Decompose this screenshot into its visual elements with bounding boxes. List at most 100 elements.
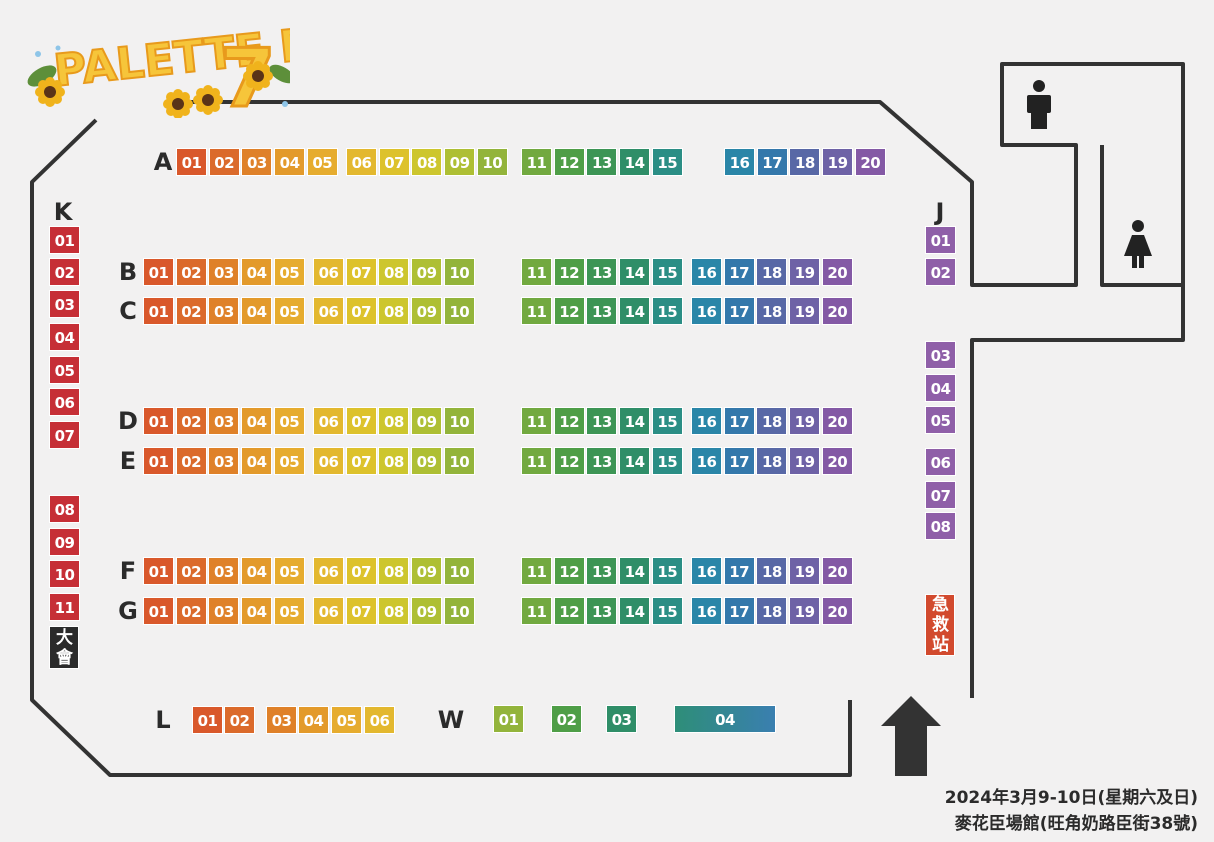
booth-d13[interactable]: 13: [586, 407, 618, 435]
booth-e15[interactable]: 15: [651, 447, 683, 475]
booth-g02[interactable]: 02: [175, 597, 207, 625]
booth-a19[interactable]: 19: [822, 148, 854, 176]
booth-e01[interactable]: 01: [143, 447, 174, 475]
booth-k06[interactable]: 06: [49, 388, 80, 416]
booth-d19[interactable]: 19: [789, 407, 821, 435]
booth-g18[interactable]: 18: [756, 597, 788, 625]
booth-f13[interactable]: 13: [586, 557, 618, 585]
booth-j06[interactable]: 06: [925, 448, 956, 476]
booth-f16[interactable]: 16: [691, 557, 722, 585]
booth-d15[interactable]: 15: [651, 407, 683, 435]
booth-c07[interactable]: 07: [345, 297, 377, 325]
booth-j01[interactable]: 01: [925, 226, 956, 254]
booth-e13[interactable]: 13: [586, 447, 618, 475]
booth-b18[interactable]: 18: [756, 258, 788, 286]
booth-d20[interactable]: 20: [821, 407, 853, 435]
booth-c18[interactable]: 18: [756, 297, 788, 325]
booth-j02[interactable]: 02: [925, 258, 956, 286]
booth-e19[interactable]: 19: [789, 447, 821, 475]
booth-e03[interactable]: 03: [208, 447, 240, 475]
booth-f20[interactable]: 20: [821, 557, 853, 585]
booth-l02[interactable]: 02: [224, 706, 255, 734]
booth-b19[interactable]: 19: [789, 258, 821, 286]
booth-k08[interactable]: 08: [49, 495, 80, 523]
booth-f09[interactable]: 09: [411, 557, 443, 585]
booth-c01[interactable]: 01: [143, 297, 174, 325]
booth-b06[interactable]: 06: [313, 258, 344, 286]
booth-f03[interactable]: 03: [208, 557, 240, 585]
booth-e08[interactable]: 08: [378, 447, 410, 475]
booth-j03[interactable]: 03: [925, 341, 956, 369]
booth-d17[interactable]: 17: [723, 407, 755, 435]
booth-c19[interactable]: 19: [789, 297, 821, 325]
booth-k07[interactable]: 07: [49, 421, 80, 449]
booth-e11[interactable]: 11: [521, 447, 552, 475]
booth-e16[interactable]: 16: [691, 447, 722, 475]
booth-k02[interactable]: 02: [49, 258, 80, 286]
booth-b08[interactable]: 08: [378, 258, 410, 286]
booth-c05[interactable]: 05: [273, 297, 305, 325]
booth-l04[interactable]: 04: [298, 706, 329, 734]
booth-k04[interactable]: 04: [49, 323, 80, 351]
booth-a12[interactable]: 12: [553, 148, 585, 176]
booth-d14[interactable]: 14: [619, 407, 651, 435]
booth-f12[interactable]: 12: [553, 557, 585, 585]
booth-f08[interactable]: 08: [378, 557, 410, 585]
booth-b13[interactable]: 13: [586, 258, 618, 286]
booth-k09[interactable]: 09: [49, 528, 80, 556]
booth-g12[interactable]: 12: [553, 597, 585, 625]
booth-g04[interactable]: 04: [241, 597, 273, 625]
booth-a17[interactable]: 17: [756, 148, 788, 176]
booth-a16[interactable]: 16: [724, 148, 755, 176]
booth-c10[interactable]: 10: [443, 297, 475, 325]
booth-f04[interactable]: 04: [241, 557, 273, 585]
booth-a07[interactable]: 07: [378, 148, 410, 176]
booth-f17[interactable]: 17: [723, 557, 755, 585]
booth-c17[interactable]: 17: [723, 297, 755, 325]
booth-c09[interactable]: 09: [411, 297, 443, 325]
booth-g09[interactable]: 09: [411, 597, 443, 625]
booth-w03[interactable]: 03: [606, 705, 637, 733]
booth-b09[interactable]: 09: [411, 258, 443, 286]
booth-g19[interactable]: 19: [789, 597, 821, 625]
booth-e06[interactable]: 06: [313, 447, 344, 475]
booth-a01[interactable]: 01: [176, 148, 207, 176]
booth-g13[interactable]: 13: [586, 597, 618, 625]
booth-g07[interactable]: 07: [345, 597, 377, 625]
booth-d06[interactable]: 06: [313, 407, 344, 435]
booth-a04[interactable]: 04: [274, 148, 306, 176]
booth-a13[interactable]: 13: [586, 148, 618, 176]
booth-c20[interactable]: 20: [821, 297, 853, 325]
booth-b01[interactable]: 01: [143, 258, 174, 286]
booth-j05[interactable]: 05: [925, 406, 956, 434]
booth-f01[interactable]: 01: [143, 557, 174, 585]
booth-e05[interactable]: 05: [273, 447, 305, 475]
booth-b04[interactable]: 04: [241, 258, 273, 286]
booth-e18[interactable]: 18: [756, 447, 788, 475]
booth-b05[interactable]: 05: [273, 258, 305, 286]
booth-e04[interactable]: 04: [241, 447, 273, 475]
booth-d09[interactable]: 09: [411, 407, 443, 435]
booth-f07[interactable]: 07: [345, 557, 377, 585]
booth-a18[interactable]: 18: [789, 148, 821, 176]
booth-g11[interactable]: 11: [521, 597, 552, 625]
booth-a06[interactable]: 06: [346, 148, 377, 176]
booth-c06[interactable]: 06: [313, 297, 344, 325]
booth-j08[interactable]: 08: [925, 512, 956, 540]
booth-d02[interactable]: 02: [175, 407, 207, 435]
booth-c08[interactable]: 08: [378, 297, 410, 325]
booth-a20[interactable]: 20: [854, 148, 886, 176]
booth-l03[interactable]: 03: [266, 706, 297, 734]
booth-g10[interactable]: 10: [443, 597, 475, 625]
booth-g15[interactable]: 15: [651, 597, 683, 625]
booth-k01[interactable]: 01: [49, 226, 80, 254]
booth-w01[interactable]: 01: [493, 705, 524, 733]
booth-c03[interactable]: 03: [208, 297, 240, 325]
booth-b12[interactable]: 12: [553, 258, 585, 286]
booth-a05[interactable]: 05: [306, 148, 338, 176]
booth-c11[interactable]: 11: [521, 297, 552, 325]
booth-a14[interactable]: 14: [619, 148, 651, 176]
booth-d10[interactable]: 10: [443, 407, 475, 435]
booth-c04[interactable]: 04: [241, 297, 273, 325]
booth-e12[interactable]: 12: [553, 447, 585, 475]
